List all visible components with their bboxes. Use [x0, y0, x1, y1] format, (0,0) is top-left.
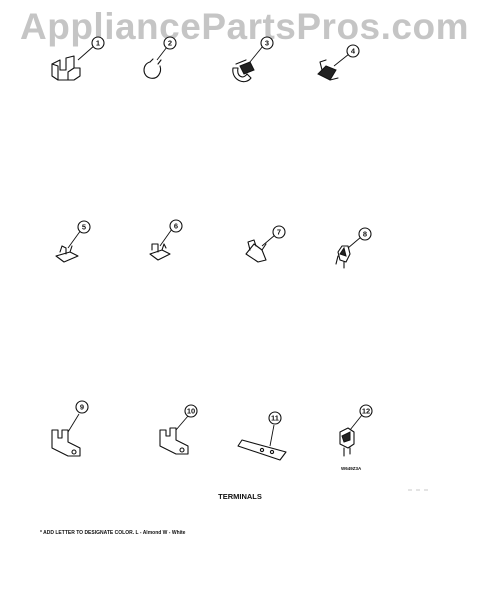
callout-12[interactable]: 12	[359, 404, 373, 418]
part-9-ring-terminal	[51, 413, 81, 457]
svg-text:3: 3	[265, 39, 269, 48]
diagram-title: TERMINALS	[218, 492, 262, 501]
svg-text:2: 2	[168, 39, 172, 48]
callout-5[interactable]: 5	[77, 220, 91, 234]
callout-7[interactable]: 7	[272, 225, 286, 239]
part-4-wire-connector	[317, 53, 350, 81]
svg-text:11: 11	[271, 414, 279, 423]
svg-text:1: 1	[96, 39, 100, 48]
callout-6[interactable]: 6	[169, 219, 183, 233]
callout-9[interactable]: 9	[75, 400, 89, 414]
svg-text:10: 10	[187, 407, 195, 416]
callout-1[interactable]: 1	[91, 36, 105, 50]
diagram-code: W649Z3A	[341, 466, 362, 471]
color-footnote: * ADD LETTER TO DESIGNATE COLOR. L - Alm…	[40, 530, 186, 536]
callout-3[interactable]: 3	[260, 36, 274, 50]
callout-4[interactable]: 4	[346, 44, 360, 58]
part-7-terminal	[245, 234, 276, 263]
callout-10[interactable]: 10	[184, 404, 198, 418]
callout-11[interactable]: 11	[268, 411, 282, 425]
svg-text:8: 8	[363, 230, 367, 239]
part-11-flat-tab	[237, 424, 287, 461]
part-2-ring-clamp	[143, 46, 168, 79]
part-8-terminal	[335, 236, 362, 269]
part-5-terminal	[55, 229, 82, 263]
svg-text:9: 9	[80, 403, 84, 412]
part-6-terminal	[149, 228, 173, 261]
part-10-ring-terminal	[159, 415, 189, 455]
svg-text:5: 5	[82, 223, 86, 232]
part-3-cable-clamp	[232, 45, 264, 83]
part-12-terminal	[339, 414, 363, 457]
svg-text:4: 4	[351, 47, 356, 56]
part-1-clip	[51, 44, 96, 81]
callout-2[interactable]: 2	[163, 36, 177, 50]
svg-text:6: 6	[174, 222, 178, 231]
svg-text:12: 12	[362, 407, 370, 416]
svg-text:7: 7	[277, 228, 281, 237]
callout-8[interactable]: 8	[358, 227, 372, 241]
